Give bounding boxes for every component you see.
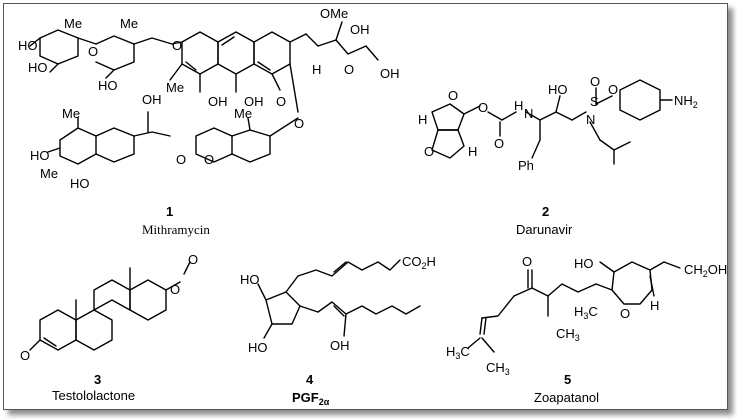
oh-label: OH: [330, 338, 350, 353]
ho-label: HO: [248, 340, 268, 355]
me-label: Me: [166, 80, 184, 95]
compound-name: Darunavir: [516, 222, 573, 237]
compound-number: 3: [94, 372, 101, 387]
zoapatanol-structure: [467, 261, 681, 353]
ho-label: HO: [240, 272, 260, 287]
h-label: H: [468, 144, 477, 159]
me-label: Me: [40, 166, 58, 181]
o-label: O: [88, 44, 98, 59]
o-label: O: [170, 282, 180, 297]
o-label: O: [448, 88, 458, 103]
me-label: Me: [234, 106, 252, 121]
me-label: Me: [62, 106, 80, 121]
h3c-label: H3C: [446, 344, 470, 361]
s-label: S: [590, 94, 599, 109]
ch3-label: CH3: [556, 326, 580, 343]
o-label: O: [204, 152, 214, 167]
o-label: O: [276, 94, 286, 109]
n-label: N: [524, 106, 533, 121]
ch2oh-label: CH2OH: [684, 262, 727, 279]
ho-label: HO: [98, 78, 118, 93]
compound-name: Zoapatanol: [534, 390, 599, 405]
o-label: O: [424, 144, 434, 159]
o-label: O: [608, 82, 618, 97]
compound-name: Testololactone: [52, 388, 135, 403]
o-label: O: [478, 100, 488, 115]
testololactone-structure: [29, 261, 191, 351]
o-label: O: [344, 62, 354, 77]
ho-label: HO: [548, 82, 568, 97]
h-label: H: [650, 298, 659, 313]
hn-label: H: [514, 98, 523, 113]
h-label: H: [418, 112, 427, 127]
o-label: O: [176, 152, 186, 167]
co2h-label: CO2H: [402, 254, 436, 271]
darunavir-structure: [431, 79, 673, 165]
compound-name: PGF2α: [292, 390, 330, 407]
compound-name: Mithramycin: [142, 222, 210, 237]
o-label: O: [172, 38, 182, 53]
me-label: Me: [120, 16, 138, 31]
o-label: O: [188, 252, 198, 267]
n-label: N: [586, 112, 595, 127]
pgf2a-structure: [257, 259, 421, 339]
o-label: O: [522, 254, 532, 269]
nh2-label: NH2: [674, 93, 698, 110]
oh-label: OH: [350, 22, 370, 37]
o-label: O: [494, 136, 504, 151]
ho-label: HO: [18, 38, 38, 53]
compound-number: 5: [564, 372, 571, 387]
oh-label: OH: [244, 94, 264, 109]
ph-label: Ph: [518, 158, 534, 173]
mithramycin-structure: [29, 21, 379, 165]
ho-label: HO: [28, 60, 48, 75]
oh-label: OH: [380, 66, 400, 81]
compound-number: 1: [166, 204, 173, 219]
ho-label: HO: [30, 148, 50, 163]
ho-label: HO: [574, 256, 594, 271]
o-label: O: [620, 306, 630, 321]
ho-label: HO: [70, 176, 90, 191]
ch3-label: H3C: [574, 304, 598, 321]
o-label: O: [20, 348, 30, 363]
figure-frame: [3, 3, 728, 410]
oh-label: OH: [142, 92, 162, 107]
me-label: Me: [64, 16, 82, 31]
oh-label: OH: [208, 94, 228, 109]
o-label: O: [590, 74, 600, 89]
o-label: O: [294, 116, 304, 131]
ome-label: OMe: [320, 6, 348, 21]
h-label: H: [312, 62, 321, 77]
compound-number: 4: [306, 372, 314, 387]
compound-number: 2: [542, 204, 549, 219]
ch3-label: CH3: [486, 360, 510, 377]
